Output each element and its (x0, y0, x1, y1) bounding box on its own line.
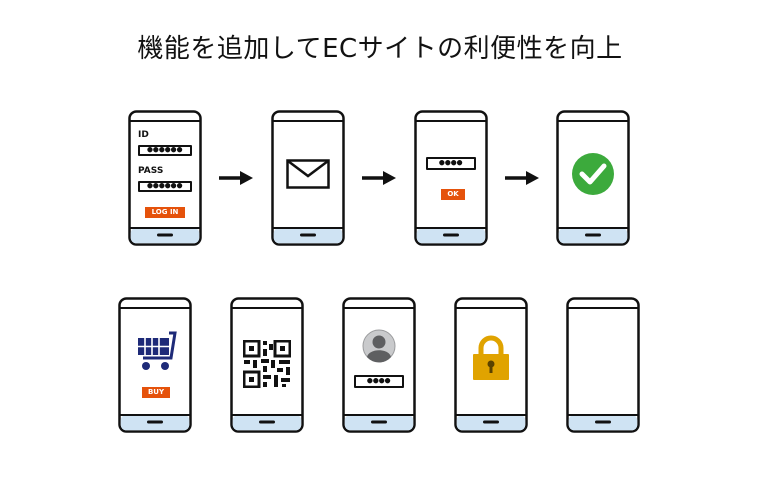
login-button[interactable]: LOG IN (145, 207, 185, 218)
arrow-right-icon (505, 171, 539, 185)
phone-qr (230, 297, 304, 433)
ok-button[interactable]: OK (441, 189, 465, 200)
profile-code-field[interactable]: ●●●● (354, 375, 404, 388)
check-circle-icon (572, 153, 614, 195)
phone-complete (556, 110, 630, 246)
shopping-cart-icon (138, 331, 177, 370)
qr-code-icon (243, 340, 291, 388)
arrow-right-icon (362, 171, 396, 185)
login-screen: ID ●●●●●● PASS ●●●●●● LOG IN (135, 121, 195, 227)
id-field[interactable]: ●●●●●● (138, 145, 192, 156)
id-label: ID (138, 130, 149, 140)
phone-login: ID ●●●●●● PASS ●●●●●● LOG IN (128, 110, 202, 246)
otp-screen: ●●●● OK (421, 121, 481, 227)
otp-code-field[interactable]: ●●●● (426, 157, 476, 170)
phone-mail (271, 110, 345, 246)
phone-lock (454, 297, 528, 433)
padlock-icon (473, 335, 509, 380)
mail-icon (286, 159, 330, 189)
page-title: 機能を追加してECサイトの利便性を向上 (137, 34, 623, 64)
phone-profile: ●●●● (342, 297, 416, 433)
arrow-right-icon (219, 171, 253, 185)
user-avatar-icon (362, 329, 396, 363)
buy-button[interactable]: BUY (142, 387, 170, 398)
pass-label: PASS (138, 166, 164, 176)
pass-field[interactable]: ●●●●●● (138, 181, 192, 192)
phone-otp: ●●●● OK (414, 110, 488, 246)
phone-blank (566, 297, 640, 433)
phone-cart: BUY (118, 297, 192, 433)
